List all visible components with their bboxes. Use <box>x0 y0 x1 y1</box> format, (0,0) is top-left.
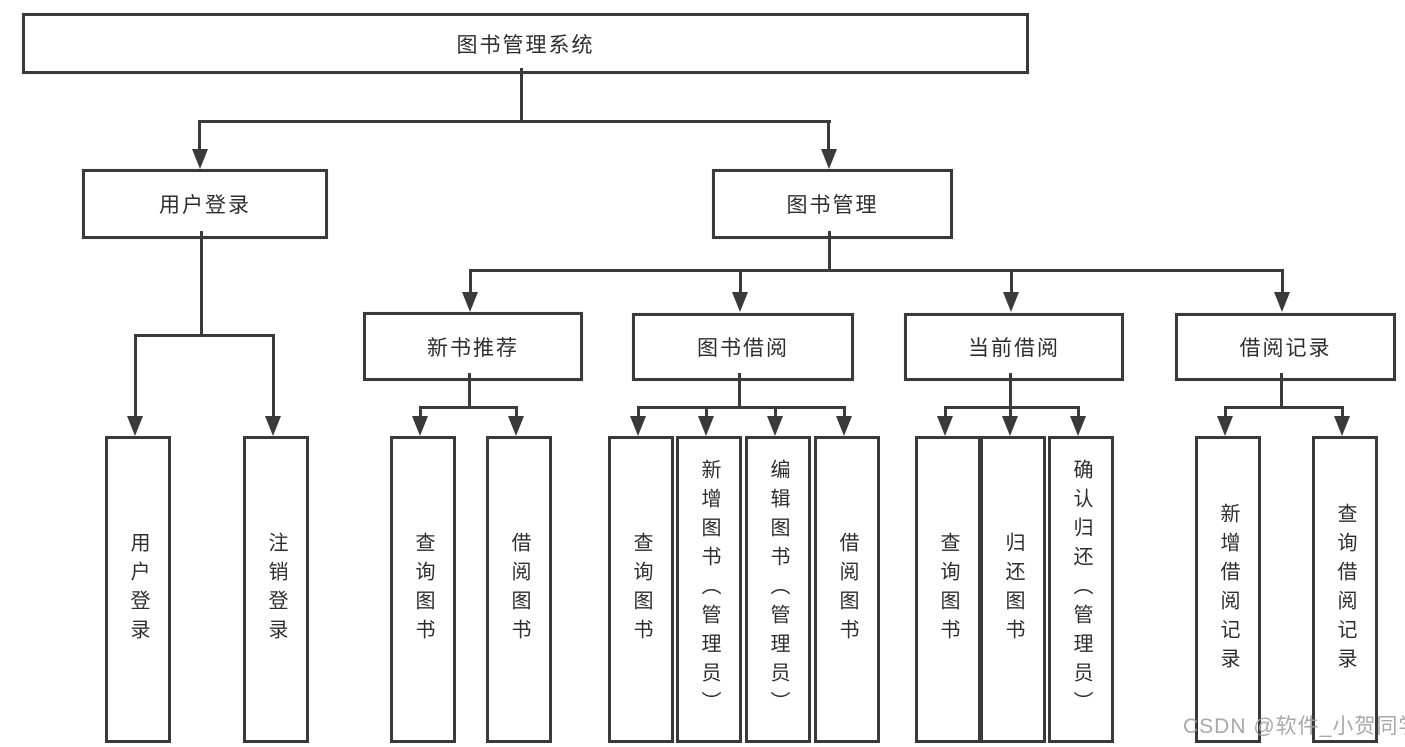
node-new-book-recommend-label: 新书推荐 <box>427 336 519 360</box>
leaf-nb-query-books-label: 查询图书 <box>412 531 434 648</box>
arrow-down-icon <box>265 416 281 436</box>
edge-book-management-bar <box>469 269 1283 272</box>
leaf-br-query-record-label: 查询借阅记录 <box>1334 502 1356 677</box>
edge-to-leaf-bb-borrow <box>843 406 846 418</box>
edge-root-to-book-management <box>827 120 830 151</box>
leaf-bb-borrow-books-label: 借阅图书 <box>836 531 858 648</box>
edge-to-leaf-user-login <box>134 334 137 416</box>
arrow-down-icon <box>508 416 524 436</box>
edge-to-leaf-br-query <box>1341 406 1344 418</box>
node-book-borrowing: 图书借阅 <box>632 313 854 381</box>
node-book-management-label: 图书管理 <box>786 194 879 217</box>
edge-to-leaf-cb-return <box>1009 406 1012 418</box>
arrow-down-icon <box>192 149 208 169</box>
leaf-bb-borrow-books: 借阅图书 <box>814 436 880 743</box>
edge-to-leaf-bb-edit <box>774 406 777 418</box>
edge-user-login-stem <box>200 231 203 337</box>
node-root: 图书管理系统 <box>22 13 1029 74</box>
arrow-down-icon <box>732 292 748 312</box>
leaf-cb-query-books-label: 查询图书 <box>937 531 959 648</box>
leaf-bb-edit-books-admin: 编辑图书（管理员） <box>745 436 811 743</box>
node-borrowing-records-label: 借阅记录 <box>1239 337 1332 360</box>
leaf-cb-confirm-return-admin: 确认归还（管理员） <box>1048 436 1114 743</box>
leaf-nb-borrow-books: 借阅图书 <box>486 436 552 743</box>
arrow-down-icon <box>127 416 143 436</box>
node-borrowing-records: 借阅记录 <box>1175 313 1396 381</box>
leaf-logout-label: 注销登录 <box>265 531 287 648</box>
node-new-book-recommend: 新书推荐 <box>363 312 583 381</box>
csdn-watermark: CSDN @软件_小贺同学 <box>1183 715 1405 738</box>
arrow-down-icon <box>836 416 852 436</box>
edge-borrowing-records-bar <box>1224 406 1344 409</box>
edge-book-borrowing-stem <box>738 373 741 409</box>
leaf-bb-edit-books-admin-label: 编辑图书（管理员） <box>767 459 789 720</box>
leaf-cb-return-books: 归还图书 <box>980 436 1046 743</box>
leaf-br-add-record-label: 新增借阅记录 <box>1217 502 1239 677</box>
edge-root-stem <box>520 68 523 120</box>
arrow-down-icon <box>937 416 953 436</box>
leaf-bb-query-books: 查询图书 <box>608 436 674 743</box>
leaf-bb-add-books-admin-label: 新增图书（管理员） <box>698 459 720 720</box>
leaf-br-query-record: 查询借阅记录 <box>1312 436 1378 743</box>
edge-book-borrowing-bar <box>637 406 846 409</box>
edge-new-book-recommend-stem <box>468 373 471 409</box>
edge-current-borrowing-stem <box>1009 373 1012 409</box>
edge-to-leaf-nb-borrow <box>515 406 518 418</box>
edge-new-book-recommend-bar <box>419 406 518 409</box>
edge-to-new-book-recommend <box>469 269 472 294</box>
edge-to-current-borrowing <box>1010 269 1013 294</box>
leaf-user-login-label: 用户登录 <box>127 531 149 648</box>
node-user-login-label: 用户登录 <box>159 194 251 217</box>
node-user-login: 用户登录 <box>82 169 328 239</box>
edge-to-leaf-logout <box>272 334 275 416</box>
leaf-cb-query-books: 查询图书 <box>915 436 981 743</box>
arrow-down-icon <box>1274 292 1290 312</box>
leaf-bb-add-books-admin: 新增图书（管理员） <box>676 436 742 743</box>
arrow-down-icon <box>462 292 478 312</box>
leaf-nb-borrow-books-label: 借阅图书 <box>508 531 530 648</box>
leaf-user-login: 用户登录 <box>105 436 171 743</box>
edge-to-borrowing-records <box>1281 269 1284 294</box>
node-book-borrowing-label: 图书借阅 <box>697 337 789 360</box>
arrow-down-icon <box>412 416 428 436</box>
edge-to-leaf-bb-add <box>705 406 708 418</box>
edge-to-leaf-br-add <box>1224 406 1227 418</box>
arrow-down-icon <box>1334 416 1350 436</box>
leaf-nb-query-books: 查询图书 <box>390 436 456 743</box>
edge-current-borrowing-bar <box>944 406 1080 409</box>
edge-root-bar <box>198 120 831 123</box>
leaf-logout: 注销登录 <box>243 436 309 743</box>
edge-user-login-bar <box>134 334 275 337</box>
node-current-borrowing-label: 当前借阅 <box>968 337 1060 360</box>
arrow-down-icon <box>698 416 714 436</box>
edge-to-leaf-bb-query <box>637 406 640 418</box>
edge-root-to-user-login <box>198 120 201 151</box>
edge-to-leaf-cb-query <box>944 406 947 418</box>
node-current-borrowing: 当前借阅 <box>904 313 1124 381</box>
edge-to-leaf-cb-confirm <box>1077 406 1080 418</box>
leaf-cb-return-books-label: 归还图书 <box>1002 531 1024 648</box>
arrow-down-icon <box>630 416 646 436</box>
leaf-bb-query-books-label: 查询图书 <box>630 531 652 648</box>
edge-to-leaf-nb-query <box>419 406 422 418</box>
arrow-down-icon <box>821 149 837 169</box>
edge-borrowing-records-stem <box>1280 373 1283 409</box>
arrow-down-icon <box>1002 416 1018 436</box>
node-root-label: 图书管理系统 <box>456 33 595 57</box>
arrow-down-icon <box>1217 416 1233 436</box>
edge-to-book-borrowing <box>739 269 742 294</box>
node-book-management: 图书管理 <box>712 169 953 239</box>
leaf-br-add-record: 新增借阅记录 <box>1195 436 1261 743</box>
arrow-down-icon <box>1003 292 1019 312</box>
leaf-cb-confirm-return-admin-label: 确认归还（管理员） <box>1070 459 1092 720</box>
edge-book-management-stem <box>828 231 831 272</box>
arrow-down-icon <box>1070 416 1086 436</box>
arrow-down-icon <box>767 416 783 436</box>
